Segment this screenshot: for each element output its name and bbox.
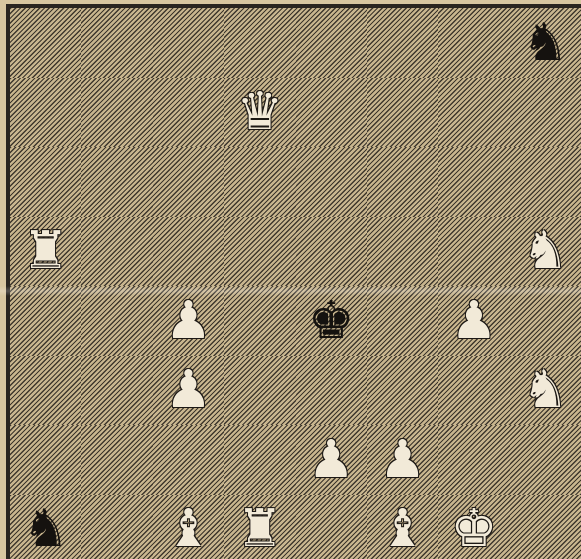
square-a7[interactable] bbox=[10, 78, 81, 148]
square-c2[interactable] bbox=[153, 425, 224, 495]
square-g3[interactable] bbox=[438, 356, 509, 426]
square-c4[interactable]: ♟ bbox=[153, 286, 224, 356]
square-a8[interactable] bbox=[10, 8, 81, 78]
white-pawn-icon[interactable]: ♟ bbox=[308, 434, 355, 486]
square-d6[interactable] bbox=[224, 147, 295, 217]
square-g7[interactable] bbox=[438, 78, 509, 148]
square-d8[interactable] bbox=[224, 8, 295, 78]
white-pawn-icon[interactable]: ♟ bbox=[379, 434, 426, 486]
square-e3[interactable] bbox=[296, 356, 367, 426]
square-a4[interactable] bbox=[10, 286, 81, 356]
square-f5[interactable] bbox=[367, 217, 438, 287]
square-e8[interactable] bbox=[296, 8, 367, 78]
chess-board: ♞ ♛ ♜ ♞ ♟ ♚ ♟ ♟ ♞ ♟ ♟ ♞ ♝ ♜ ♝ ♚ bbox=[10, 8, 581, 559]
white-knight-icon[interactable]: ♞ bbox=[522, 364, 569, 416]
white-pawn-icon[interactable]: ♟ bbox=[165, 364, 212, 416]
square-b2[interactable] bbox=[81, 425, 152, 495]
square-c7[interactable] bbox=[153, 78, 224, 148]
black-king-icon[interactable]: ♚ bbox=[308, 295, 355, 347]
square-b3[interactable] bbox=[81, 356, 152, 426]
square-b1[interactable] bbox=[81, 495, 152, 559]
square-b7[interactable] bbox=[81, 78, 152, 148]
square-c8[interactable] bbox=[153, 8, 224, 78]
square-h1[interactable] bbox=[510, 495, 581, 559]
square-d2[interactable] bbox=[224, 425, 295, 495]
white-king-icon[interactable]: ♚ bbox=[451, 503, 498, 555]
square-f2[interactable]: ♟ bbox=[367, 425, 438, 495]
square-b8[interactable] bbox=[81, 8, 152, 78]
square-a5[interactable]: ♜ bbox=[10, 217, 81, 287]
square-f6[interactable] bbox=[367, 147, 438, 217]
square-h4[interactable] bbox=[510, 286, 581, 356]
square-h2[interactable] bbox=[510, 425, 581, 495]
square-h6[interactable] bbox=[510, 147, 581, 217]
square-b4[interactable] bbox=[81, 286, 152, 356]
square-e4[interactable]: ♚ bbox=[296, 286, 367, 356]
square-e1[interactable] bbox=[296, 495, 367, 559]
white-rook-icon[interactable]: ♜ bbox=[22, 225, 69, 277]
square-e7[interactable] bbox=[296, 78, 367, 148]
square-e6[interactable] bbox=[296, 147, 367, 217]
square-b6[interactable] bbox=[81, 147, 152, 217]
square-g1[interactable]: ♚ bbox=[438, 495, 509, 559]
black-knight-icon[interactable]: ♞ bbox=[522, 17, 569, 69]
square-c3[interactable]: ♟ bbox=[153, 356, 224, 426]
square-c5[interactable] bbox=[153, 217, 224, 287]
square-h5[interactable]: ♞ bbox=[510, 217, 581, 287]
square-d4[interactable] bbox=[224, 286, 295, 356]
square-c6[interactable] bbox=[153, 147, 224, 217]
white-bishop-icon[interactable]: ♝ bbox=[379, 503, 426, 555]
black-knight-icon[interactable]: ♞ bbox=[22, 503, 69, 555]
square-g6[interactable] bbox=[438, 147, 509, 217]
square-g5[interactable] bbox=[438, 217, 509, 287]
white-pawn-icon[interactable]: ♟ bbox=[165, 295, 212, 347]
white-pawn-icon[interactable]: ♟ bbox=[451, 295, 498, 347]
square-f3[interactable] bbox=[367, 356, 438, 426]
square-e2[interactable]: ♟ bbox=[296, 425, 367, 495]
square-a3[interactable] bbox=[10, 356, 81, 426]
square-d7[interactable]: ♛ bbox=[224, 78, 295, 148]
square-h8[interactable]: ♞ bbox=[510, 8, 581, 78]
square-h3[interactable]: ♞ bbox=[510, 356, 581, 426]
square-g2[interactable] bbox=[438, 425, 509, 495]
white-knight-icon[interactable]: ♞ bbox=[522, 225, 569, 277]
square-d1[interactable]: ♜ bbox=[224, 495, 295, 559]
square-e5[interactable] bbox=[296, 217, 367, 287]
square-a6[interactable] bbox=[10, 147, 81, 217]
square-f8[interactable] bbox=[367, 8, 438, 78]
square-f1[interactable]: ♝ bbox=[367, 495, 438, 559]
square-d3[interactable] bbox=[224, 356, 295, 426]
square-f7[interactable] bbox=[367, 78, 438, 148]
white-queen-icon[interactable]: ♛ bbox=[237, 86, 284, 138]
square-a1[interactable]: ♞ bbox=[10, 495, 81, 559]
square-d5[interactable] bbox=[224, 217, 295, 287]
square-h7[interactable] bbox=[510, 78, 581, 148]
white-rook-icon[interactable]: ♜ bbox=[237, 503, 284, 555]
white-bishop-icon[interactable]: ♝ bbox=[165, 503, 212, 555]
square-a2[interactable] bbox=[10, 425, 81, 495]
square-c1[interactable]: ♝ bbox=[153, 495, 224, 559]
square-g4[interactable]: ♟ bbox=[438, 286, 509, 356]
square-f4[interactable] bbox=[367, 286, 438, 356]
square-g8[interactable] bbox=[438, 8, 509, 78]
square-b5[interactable] bbox=[81, 217, 152, 287]
